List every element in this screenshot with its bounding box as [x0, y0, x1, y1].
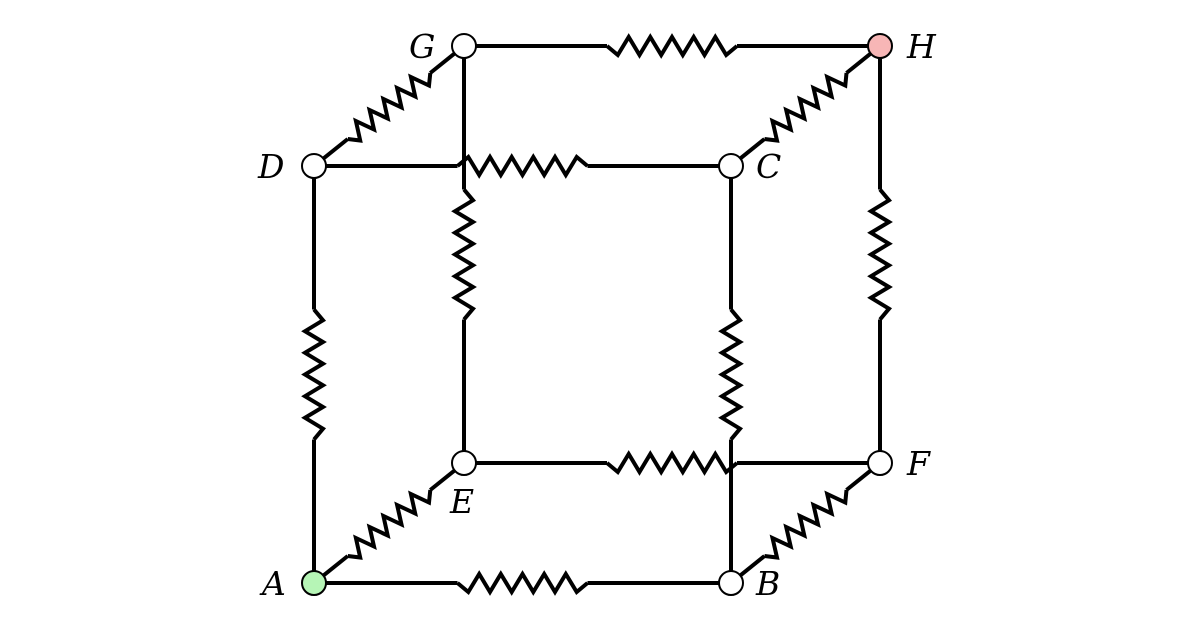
node-b-circle	[718, 570, 744, 596]
wire-bf-end	[845, 468, 872, 492]
resistor-eg	[451, 58, 477, 451]
nodes-layer: A B C D E F G H	[257, 27, 937, 603]
node-c-circle	[718, 153, 744, 179]
resistor-ef-zigzag	[605, 450, 739, 476]
resistor-bf	[739, 468, 872, 578]
resistor-ch-zigzag	[764, 72, 849, 143]
wire-dg-start	[322, 137, 349, 161]
resistor-ef	[476, 450, 868, 476]
wire-ae-end	[429, 468, 456, 492]
node-h-circle	[867, 33, 893, 59]
resistor-dg	[322, 51, 456, 161]
node-f: F	[867, 444, 931, 483]
resistor-ad-zigzag	[301, 308, 327, 441]
node-e-circle	[451, 450, 477, 476]
node-e: E	[449, 450, 477, 521]
node-a: A	[259, 564, 327, 603]
node-f-label: F	[906, 444, 931, 483]
node-d: D	[257, 147, 327, 186]
resistor-ad	[301, 178, 327, 571]
resistor-ab	[326, 570, 719, 596]
resistor-eg-zigzag	[451, 188, 477, 321]
node-d-label: D	[257, 147, 284, 186]
node-h-label: H	[906, 27, 937, 66]
resistor-ae	[322, 468, 456, 578]
resistor-ae-zigzag	[347, 489, 433, 560]
edges-layer	[301, 33, 893, 596]
resistor-fh	[867, 58, 893, 451]
wire-ae-start	[322, 554, 349, 578]
node-g-label: G	[409, 27, 435, 66]
resistor-bc	[718, 178, 744, 571]
node-h: H	[867, 27, 937, 66]
wire-dg-end	[429, 51, 456, 75]
node-b: B	[718, 564, 780, 603]
node-b-label: B	[755, 564, 780, 603]
node-a-label: A	[259, 564, 286, 603]
wire-ch-end	[845, 51, 872, 75]
resistor-bc-zigzag	[718, 308, 744, 441]
resistor-bf-zigzag	[764, 489, 849, 560]
resistor-dg-zigzag	[347, 72, 433, 143]
resistor-gh-zigzag	[605, 33, 739, 59]
node-f-circle	[867, 450, 893, 476]
resistor-gh	[476, 33, 868, 59]
node-e-label: E	[449, 482, 474, 521]
node-d-circle	[301, 153, 327, 179]
wire-ch-start	[739, 137, 766, 161]
node-c-label: C	[756, 147, 781, 186]
node-a-circle	[301, 570, 327, 596]
node-g: G	[409, 27, 477, 66]
resistor-cd	[326, 153, 719, 179]
resistor-cd-zigzag	[456, 153, 589, 179]
resistor-ch	[739, 51, 872, 161]
node-c: C	[718, 147, 781, 186]
node-g-circle	[451, 33, 477, 59]
wire-bf-start	[739, 554, 766, 578]
resistor-ab-zigzag	[456, 570, 589, 596]
resistor-fh-zigzag	[867, 188, 893, 321]
